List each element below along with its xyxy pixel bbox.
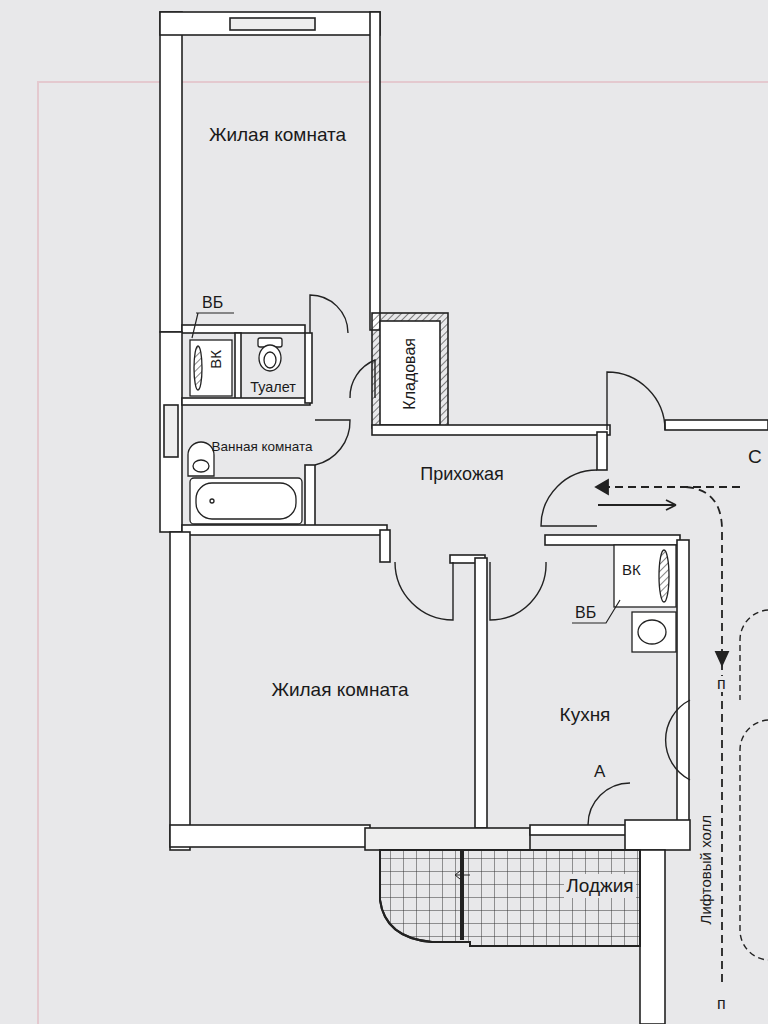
room-label: Лифтовый холл [696,815,716,924]
plan-mark: ВБ [202,295,223,311]
room: Лифтовый холл [694,760,718,980]
plan-mark: ВК [208,350,223,369]
room: Ванная комната [211,422,313,472]
plan-mark: ВБ [575,605,596,621]
room: Кладовая [383,325,437,423]
plan-mark: п [715,996,728,1012]
room: Кухня [500,695,670,735]
room: Лоджия [560,870,640,902]
plan-mark: С [748,447,762,466]
room-label: Прихожая [420,463,503,486]
room-label: Кладовая [400,338,421,410]
room-label: Жилая комната [271,678,408,703]
plan-mark: А [594,763,605,780]
room: Прихожая [392,458,532,492]
room-label: Ванная комната [211,438,312,456]
room: Жилая комната [240,650,440,730]
plan-mark: п [715,676,728,692]
room: Туалет [240,376,306,398]
room: Жилая комната [190,95,365,175]
plan-mark: ВК [622,562,641,577]
room-label: Туалет [250,378,296,397]
room-label: Жилая комната [209,123,346,148]
room-label: Кухня [560,703,611,728]
room-label: Лоджия [564,874,635,899]
